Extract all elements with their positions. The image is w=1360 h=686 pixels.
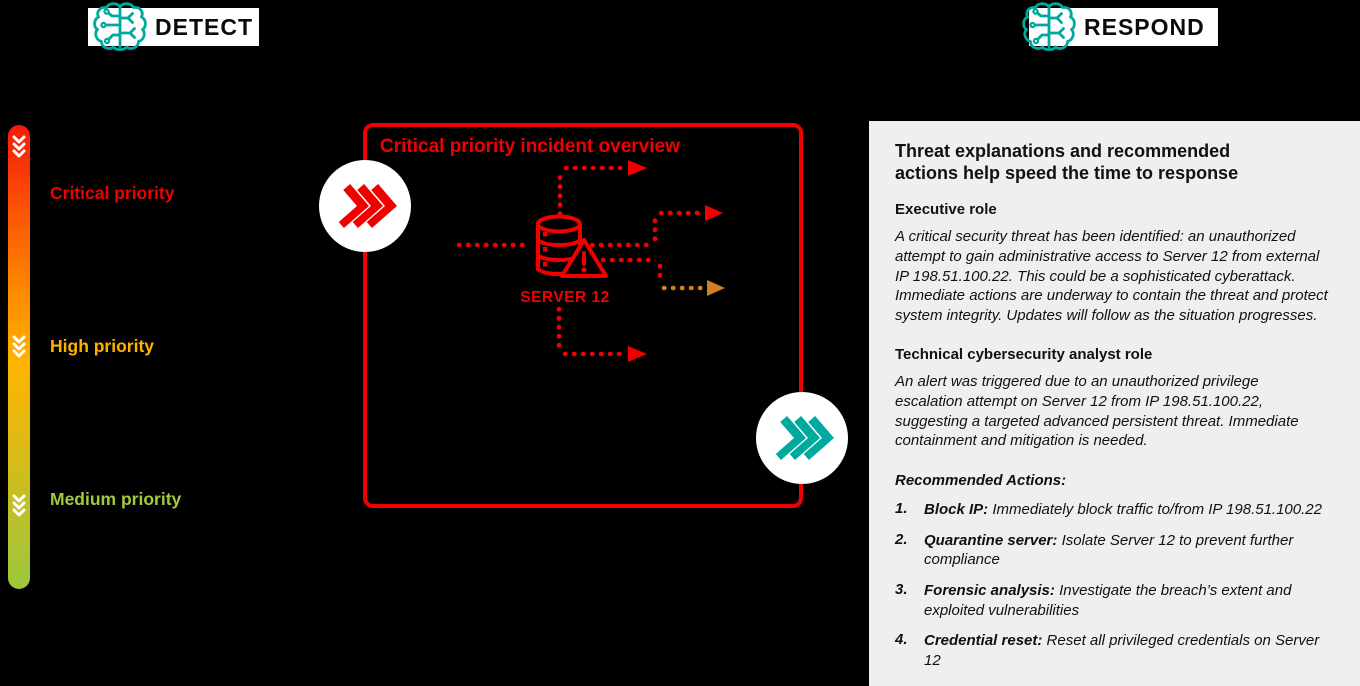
threat-explanation-panel: Threat explanations and recommended acti…	[869, 121, 1360, 686]
action-number: 1.	[895, 500, 908, 518]
lower-right-arrowhead	[707, 280, 725, 296]
upper-right-dotted-line	[589, 210, 705, 248]
action-text: Reset all privileged credentials on Serv…	[924, 632, 1320, 669]
action-text: Immediately block traffic to/from IP 198…	[992, 501, 1322, 519]
upper-right-arrowhead	[705, 205, 723, 221]
fast-forward-teal-icon	[756, 392, 848, 484]
analyst-role-body: An alert was triggered due to an unautho…	[895, 373, 1299, 450]
action-item-forensic: 3. Forensic analysis:Investigate the bre…	[895, 581, 1330, 620]
action-number: 2.	[895, 530, 908, 548]
action-text: Investigate the breach’s extent and expl…	[924, 581, 1292, 619]
panel-title: Threat explanations and recommended acti…	[895, 141, 1239, 184]
executive-role-body: A critical security threat has been iden…	[895, 228, 1328, 324]
high-priority-label: High priority	[50, 336, 155, 356]
incident-box-title: Critical priority incident overview	[380, 136, 680, 157]
respond-label: RESPOND	[1084, 13, 1205, 40]
action-item-block-ip: 1. Block IP:Immediately block traffic to…	[895, 500, 1330, 520]
recommended-actions-heading: Recommended Actions:	[895, 472, 1067, 490]
brain-circuit-icon	[1022, 2, 1076, 52]
chevron-down-marker-icon	[12, 135, 26, 158]
top-arrow-dotted-line	[557, 165, 628, 217]
fast-forward-red-icon	[319, 160, 411, 252]
action-number: 3.	[895, 580, 908, 598]
action-item-credential-reset: 4. Credential reset:Reset all privileged…	[895, 631, 1330, 670]
incident-flow-diagram	[456, 160, 725, 362]
critical-priority-label: Critical priority	[50, 183, 175, 203]
action-label: Forensic analysis:	[924, 581, 1055, 599]
top-arrowhead	[628, 160, 647, 176]
action-label: Quarantine server:	[924, 531, 1058, 549]
medium-priority-label: Medium priority	[50, 489, 182, 509]
brain-circuit-icon	[93, 2, 147, 52]
action-text: Isolate Server 12 to prevent further com…	[924, 531, 1294, 569]
chevron-down-marker-icon	[12, 494, 26, 517]
bottom-arrow-dotted-line	[556, 306, 628, 357]
lower-right-dotted-line	[591, 257, 663, 286]
bottom-arrowhead	[628, 346, 647, 362]
chevron-down-marker-icon	[12, 335, 26, 358]
action-number: 4.	[895, 631, 908, 649]
action-label: Credential reset:	[924, 632, 1043, 650]
action-item-quarantine: 2. Quarantine server:Isolate Server 12 t…	[895, 531, 1330, 570]
detect-label: DETECT	[155, 13, 253, 40]
server-12-label: SERVER 12	[520, 289, 610, 306]
analyst-role-heading: Technical cybersecurity analyst role	[895, 346, 1153, 364]
incident-overview-box: Critical priority incident overview SERV…	[363, 123, 803, 508]
priority-gradient-bar	[8, 125, 30, 589]
warning-triangle-icon	[560, 238, 608, 278]
detect-badge: DETECT	[88, 8, 259, 46]
action-label: Block IP:	[924, 501, 989, 519]
executive-role-heading: Executive role	[895, 201, 997, 219]
